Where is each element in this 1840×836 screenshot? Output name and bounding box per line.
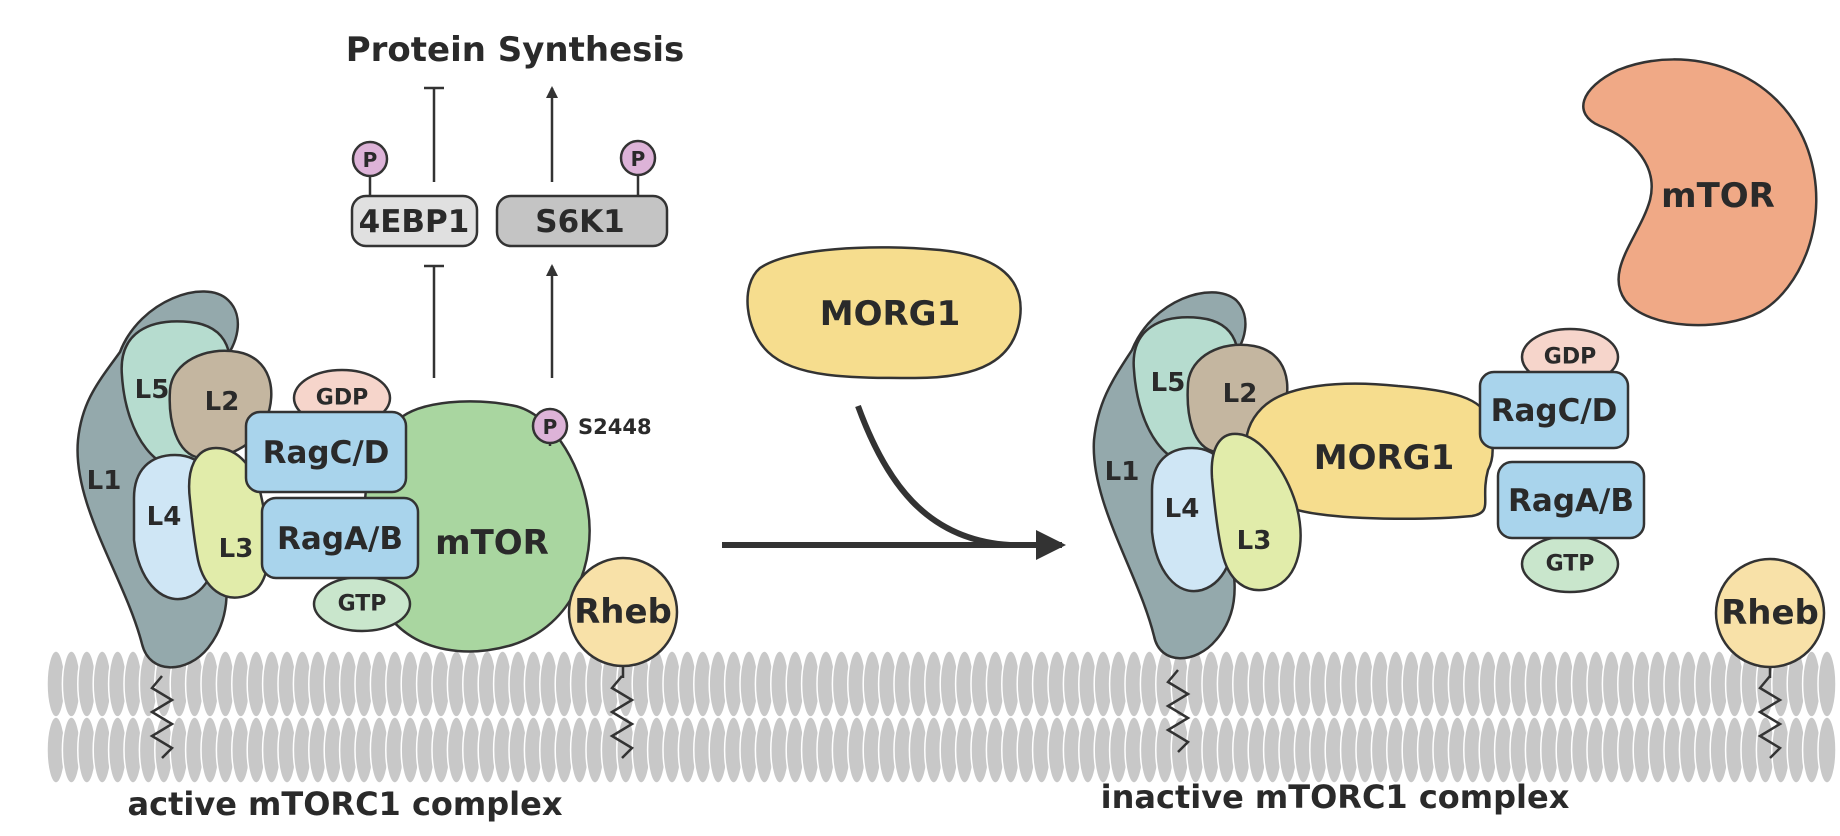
morg1-free-shape (746, 246, 1022, 380)
lamtor-l5-label-right: L5 (1151, 368, 1186, 398)
cell-membrane (46, 650, 1837, 784)
4ebp1-phospho-icon (351, 140, 389, 178)
ragab-left-box (260, 496, 420, 580)
ragcd-left-label: RagC/D (263, 435, 390, 471)
ragab-right-box (1496, 460, 1646, 540)
gtp-right-label: GTP (1546, 552, 1595, 577)
lamtor-l3-label: L3 (219, 534, 254, 564)
rheb-left-label: Rheb (574, 592, 672, 632)
inactive-mtorc1-complex: L1 L5 L2 MORG1 L4 L3 GDP RagC/D GTP RagA… (1092, 291, 1826, 678)
lamtor-l5-label: L5 (135, 375, 170, 405)
lamtor-l2-label-right: L2 (1223, 379, 1258, 409)
membrane-anchor-rheb-left (609, 675, 635, 759)
lipid-outer (1817, 650, 1837, 718)
lamtor-l3-label-right: L3 (1237, 526, 1272, 556)
inhibition-mtor-to-4ebp1 (424, 264, 444, 378)
s6k1-phospho-label: P (631, 147, 646, 171)
s6k1-label: S6K1 (535, 204, 625, 240)
morg1-bound-label: MORG1 (1314, 438, 1454, 478)
inactive-complex-caption: inactive mTORC1 complex (1101, 778, 1570, 816)
ragcd-right-label: RagC/D (1491, 393, 1618, 429)
mtor-phospho-icon (531, 407, 569, 445)
mtor-active-label: mTOR (435, 523, 549, 563)
rheb-right-label: Rheb (1721, 593, 1819, 633)
4ebp1-box (350, 194, 479, 248)
4ebp1-phospho-label: P (363, 148, 378, 172)
ragab-right-label: RagA/B (1508, 483, 1634, 519)
ragcd-right-box (1478, 370, 1630, 450)
gtp-left-label: GTP (338, 592, 387, 617)
gdp-right-label: GDP (1544, 345, 1596, 370)
morg1-binding-arrow (855, 404, 1011, 548)
gdp-left-label: GDP (316, 386, 368, 411)
active-complex-caption: active mTORC1 complex (128, 785, 563, 823)
lamtor-l1-label-right: L1 (1105, 457, 1140, 487)
rheb-left-shape (567, 556, 679, 668)
morg1-free-label: MORG1 (820, 294, 960, 334)
lamtor-l4-label: L4 (147, 502, 182, 532)
mtor-phospho-site-label: S2448 (578, 415, 652, 439)
ragab-left-label: RagA/B (277, 521, 403, 557)
lamtor-l2-label: L2 (205, 387, 240, 417)
inhibition-4ebp1-to-protein-synthesis (424, 86, 444, 182)
lamtor-l3-shape-right (1210, 432, 1302, 592)
membrane-anchor-ragulator-right (1165, 669, 1191, 753)
lamtor-l1-label: L1 (87, 466, 122, 496)
4ebp1-label: 4EBP1 (359, 204, 470, 240)
active-mtorc1-complex: mTOR P S2448 L1 L5 L2 L4 L3 GDP RagC/D G… (76, 290, 679, 678)
s6k1-box (495, 194, 669, 248)
ragcd-left-box (244, 410, 408, 494)
lipid-inner (1817, 716, 1837, 784)
protein-synthesis-label: Protein Synthesis (346, 30, 685, 70)
membrane-anchor-ragulator-left (149, 675, 175, 759)
mtor-free-label: mTOR (1661, 176, 1775, 216)
mtor-free-shape (1582, 58, 1818, 327)
lamtor-l4-label-right: L4 (1165, 494, 1200, 524)
s6k1-phospho-icon (619, 139, 657, 177)
rheb-right-shape (1714, 557, 1826, 669)
mtor-phospho-label: P (543, 415, 558, 439)
membrane-anchor-rheb-right (1757, 675, 1783, 759)
